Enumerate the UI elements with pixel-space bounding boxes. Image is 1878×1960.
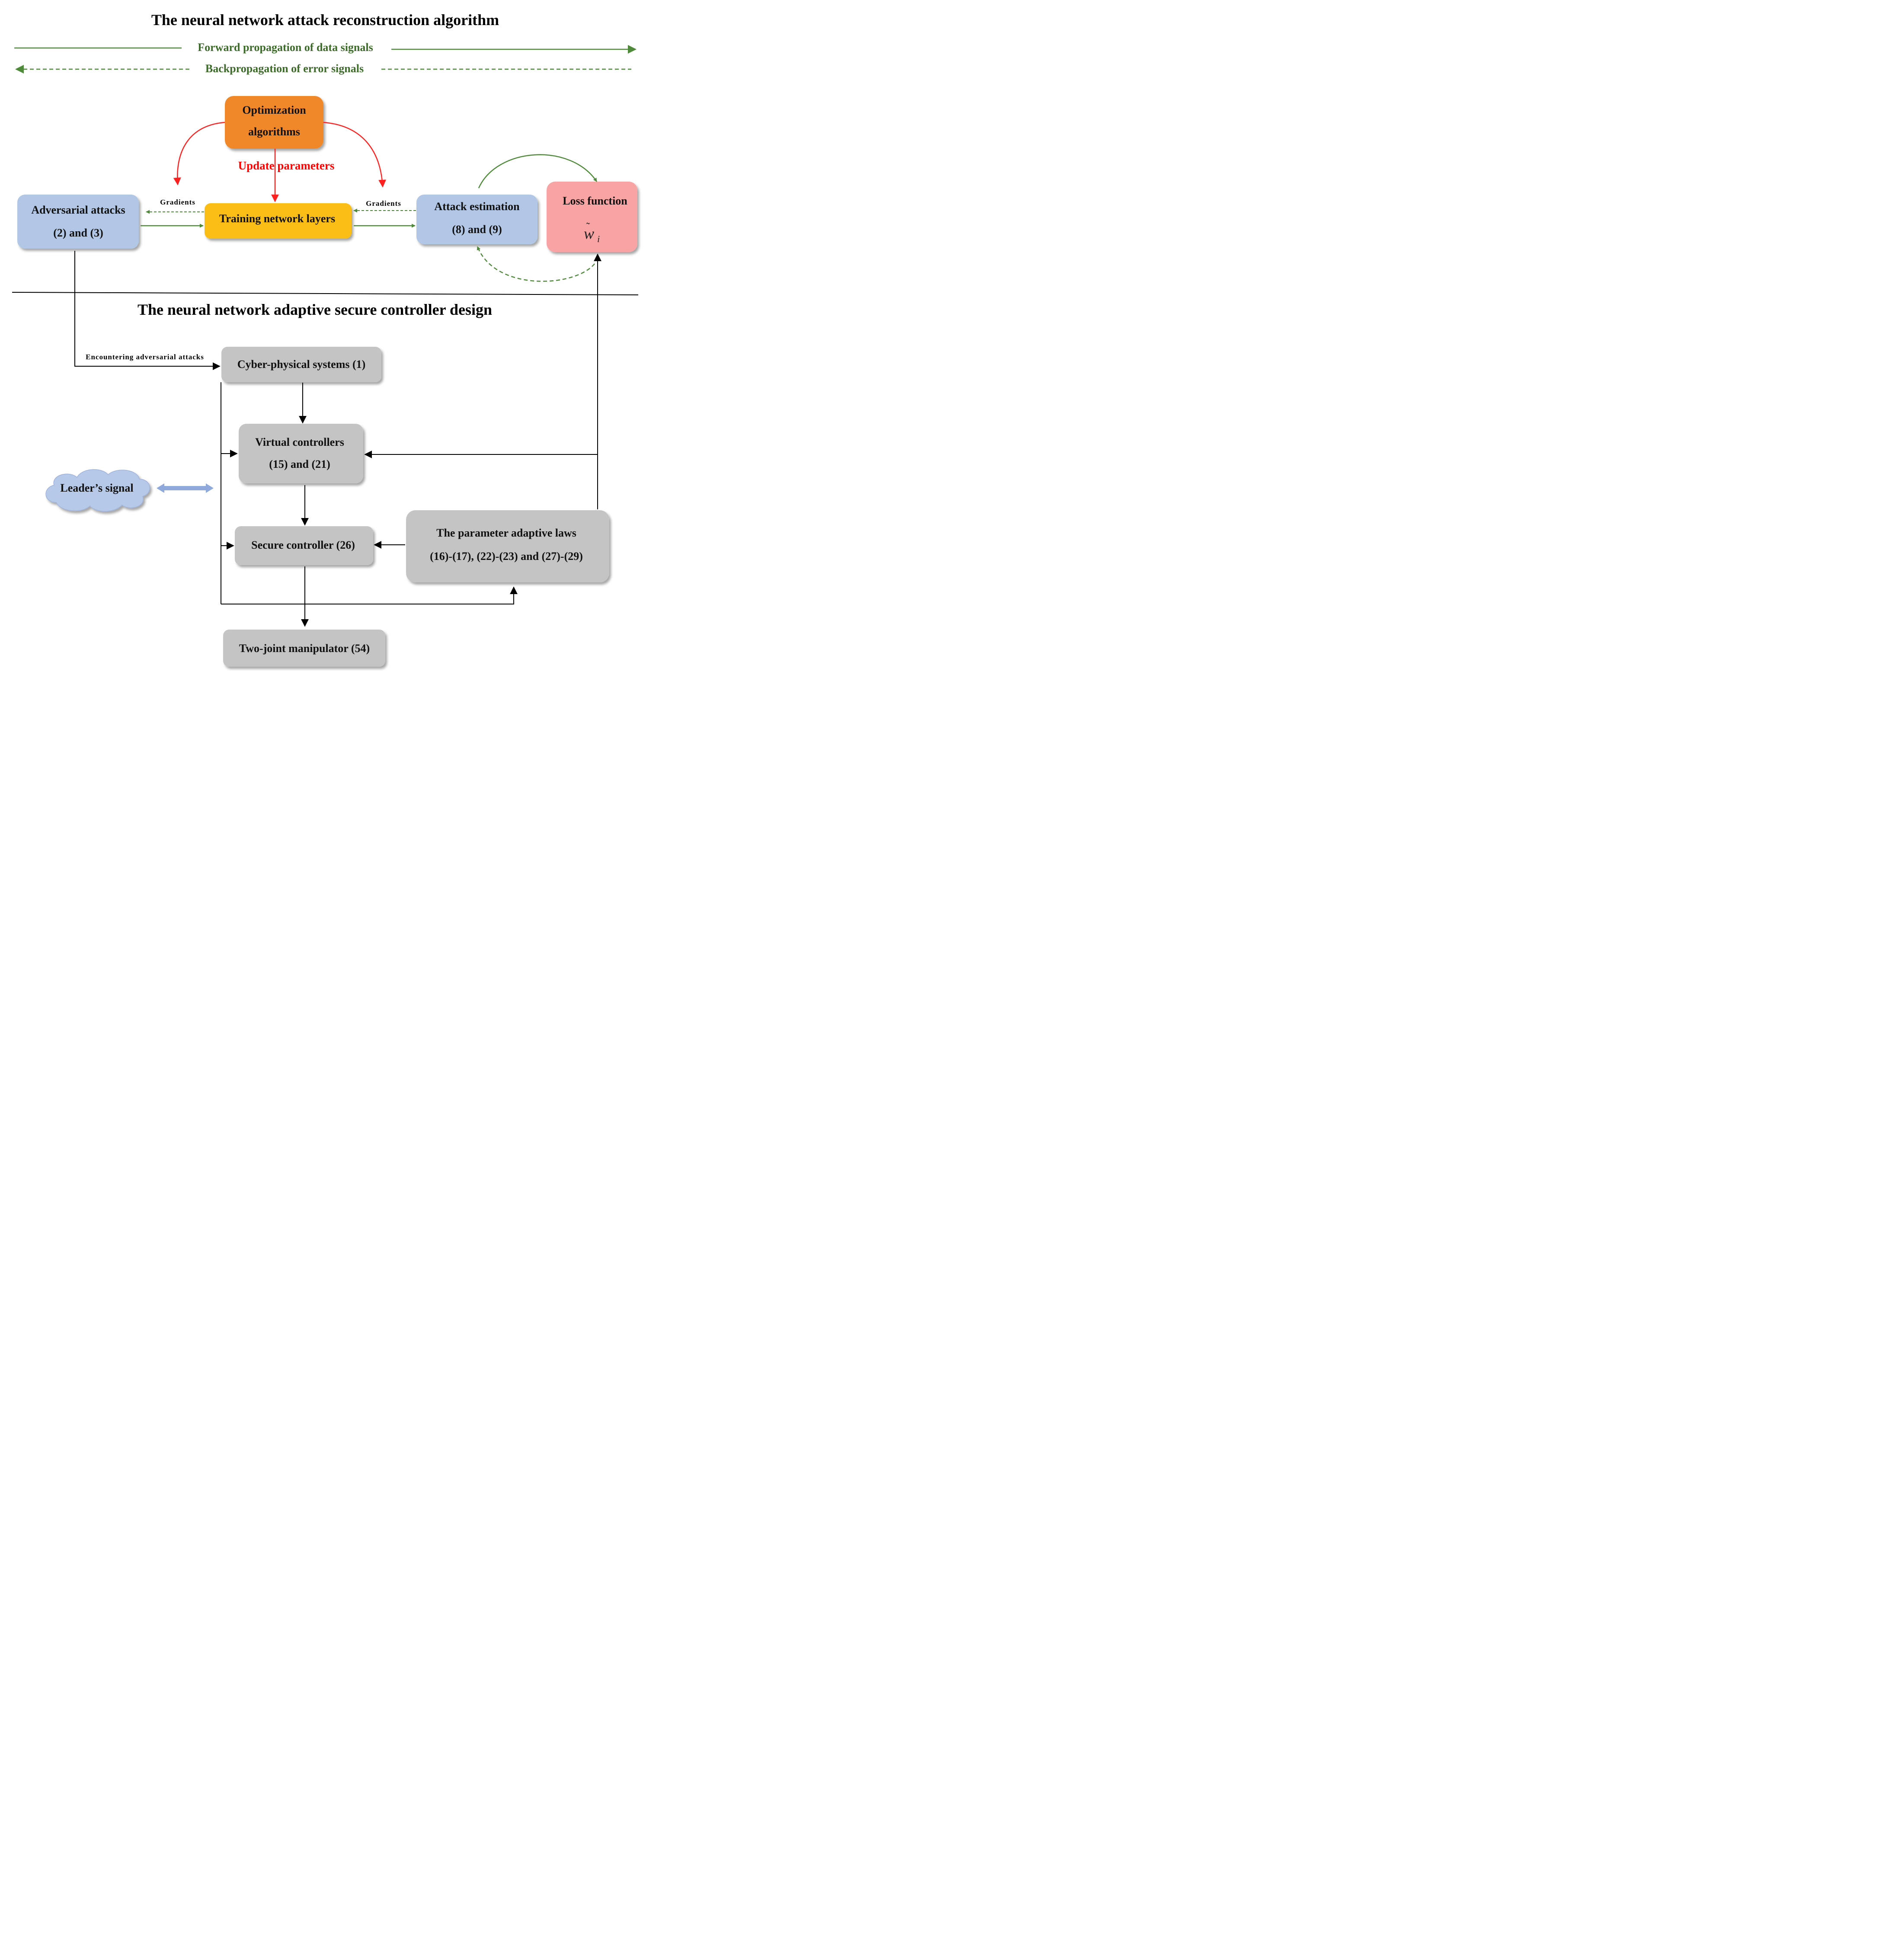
optimization-label-2: algorithms: [248, 125, 300, 138]
gradients-label-right: Gradients: [366, 199, 401, 208]
update-arrow-right: [323, 122, 387, 188]
cps-box-bg: [221, 347, 381, 382]
adversarial-label-1: Adversarial attacks: [31, 204, 125, 216]
gradients-label-left: Gradients: [160, 198, 195, 206]
encountering-attacks-arrow: [74, 251, 221, 370]
training-box-bg: [205, 203, 352, 239]
forward-label: Forward propagation of data signals: [198, 41, 373, 54]
encountering-label: Encountering adversarial attacks: [86, 353, 204, 361]
adaptive-laws-box: The parameter adaptive laws (16)-(17), (…: [406, 510, 609, 582]
loss-box-bg: [547, 182, 637, 252]
training-layers-box: Training network layers: [205, 203, 352, 239]
virtual-controllers-box: Virtual controllers (15) and (21): [239, 424, 363, 483]
attack-estimation-label-2: (8) and (9): [452, 223, 502, 236]
loss-label: Loss function: [563, 195, 627, 207]
cps-label: Cyber-physical systems (1): [237, 358, 366, 371]
training-label: Training network layers: [219, 212, 335, 225]
adaptive-label-2: (16)-(17), (22)-(23) and (27)-(29): [430, 550, 583, 563]
section1-title: The neural network attack reconstruction…: [151, 11, 499, 29]
tilde-mark: ˜: [586, 221, 590, 233]
attack-estimation-label-1: Attack estimation: [434, 200, 520, 213]
leader-label: Leader’s signal: [60, 482, 133, 494]
adversarial-label-2: (2) and (3): [53, 227, 103, 239]
section2-title: The neural network adaptive secure contr…: [138, 301, 492, 318]
section-divider: [12, 292, 639, 295]
loss-forward-curve: [478, 154, 598, 189]
virtual-box-bg: [239, 424, 363, 483]
optimization-box: Optimization algorithms: [225, 96, 323, 149]
attack-estimation-box: Attack estimation (8) and (9): [416, 195, 537, 244]
secure-box-bg: [235, 526, 373, 565]
adversarial-attacks-box: Adversarial attacks (2) and (3): [17, 195, 139, 249]
update-arrow-left: [173, 122, 225, 185]
adaptive-box-bg: [406, 510, 609, 582]
cloud-shape: [45, 469, 150, 512]
loss-symbol: w: [584, 225, 594, 242]
double-arrow-shape: [157, 483, 214, 493]
adversarial-box-bg: [17, 195, 139, 249]
loss-subscript: i: [597, 233, 600, 244]
loss-backward-curve: [477, 246, 595, 282]
virtual-label-2: (15) and (21): [269, 458, 330, 470]
manipulator-box: Two-joint manipulator (54): [223, 630, 385, 667]
cps-box: Cyber-physical systems (1): [221, 347, 381, 382]
manipulator-box-bg: [223, 630, 385, 667]
forward-propagation-legend: Forward propagation of data signals: [14, 41, 637, 54]
update-parameters-label: Update parameters: [238, 159, 335, 172]
leader-signal-cloud: Leader’s signal: [45, 469, 150, 512]
attack-estimation-box-bg: [416, 195, 537, 244]
manipulator-label: Two-joint manipulator (54): [239, 642, 370, 655]
secure-controller-box: Secure controller (26): [235, 526, 373, 565]
optimization-label-1: Optimization: [242, 104, 306, 116]
leader-double-arrow: [157, 483, 214, 493]
adaptive-label-1: The parameter adaptive laws: [436, 527, 576, 539]
loss-function-box: Loss function w ˜ i: [547, 182, 637, 252]
backward-label: Backpropagation of error signals: [205, 62, 364, 75]
virtual-label-1: Virtual controllers: [255, 436, 344, 448]
bus-to-adaptive-arrow: [221, 586, 518, 604]
backpropagation-legend: Backpropagation of error signals: [15, 62, 631, 75]
optimization-box-bg: [225, 96, 323, 149]
secure-label: Secure controller (26): [251, 539, 355, 551]
diagram-canvas: The neural network attack reconstruction…: [12, 11, 639, 667]
